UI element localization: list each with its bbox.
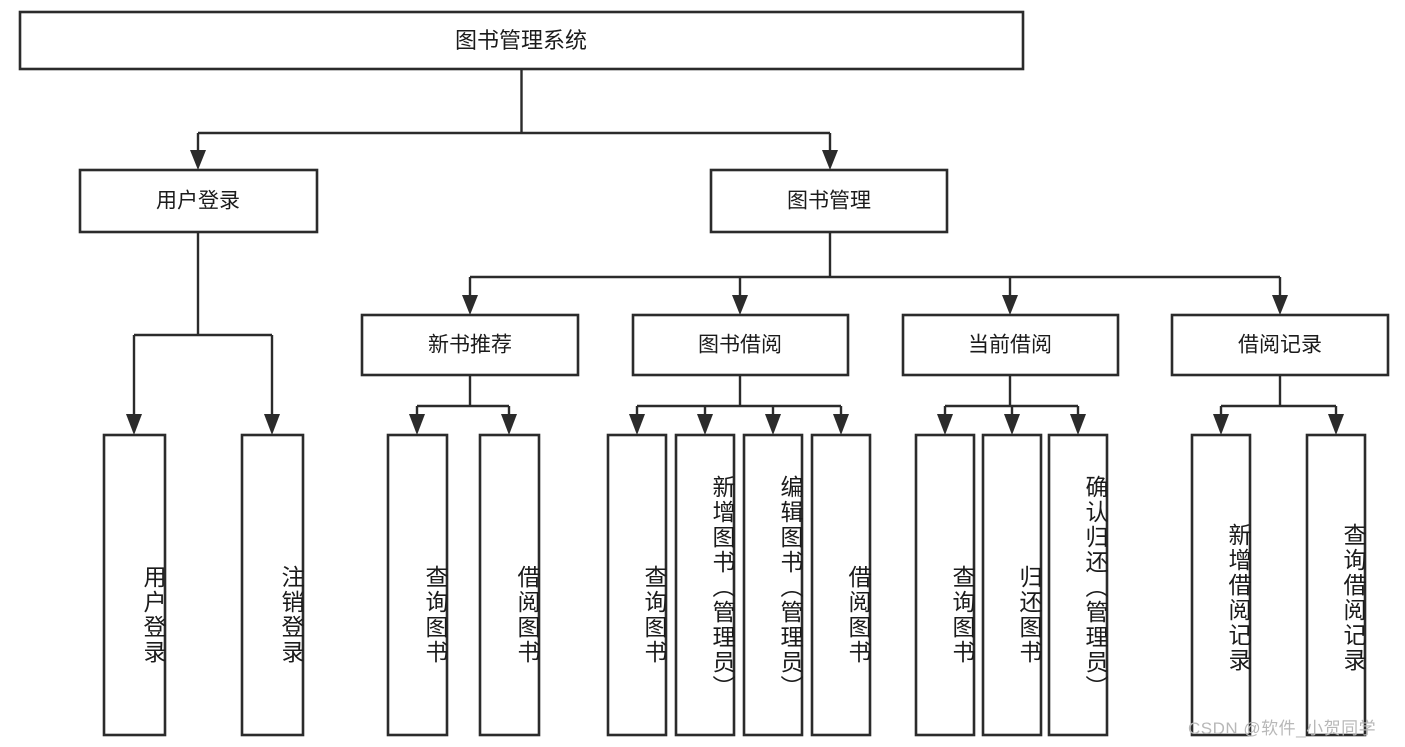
node-label-book-management: 图书管理 bbox=[787, 190, 871, 213]
arrow-head-icon bbox=[765, 414, 781, 435]
leaf-box-logout-login[interactable] bbox=[240, 433, 305, 737]
arrow-head-icon bbox=[1272, 295, 1288, 315]
node-box-current-borrow[interactable] bbox=[901, 313, 1120, 377]
arrow-head-icon bbox=[1004, 414, 1020, 435]
arrow-head-icon bbox=[1002, 295, 1018, 315]
node-new-book-recommend[interactable]: 新书推荐 bbox=[360, 313, 580, 377]
node-box-new-book-recommend[interactable] bbox=[360, 313, 580, 377]
node-box-root[interactable] bbox=[18, 10, 1025, 71]
leaf-box-query-book-borrow[interactable] bbox=[606, 433, 668, 737]
leaf-box-query-borrow-record[interactable] bbox=[1305, 433, 1367, 737]
connector-currentborrow-to-leaves bbox=[937, 375, 1086, 435]
leaf-box-borrow-book-new[interactable] bbox=[478, 433, 541, 737]
node-label-borrow-record: 借阅记录 bbox=[1238, 334, 1322, 357]
node-label-book-borrow: 图书借阅 bbox=[698, 334, 782, 357]
arrow-head-icon bbox=[937, 414, 953, 435]
watermark: CSDN @软件_小贺同学 bbox=[1188, 719, 1377, 738]
node-box-user-login[interactable] bbox=[78, 168, 319, 234]
arrow-head-icon bbox=[409, 414, 425, 435]
node-box-book-borrow[interactable] bbox=[631, 313, 850, 377]
arrow-head-icon bbox=[629, 414, 645, 435]
leaf-box-query-book-new[interactable] bbox=[386, 433, 449, 737]
connector-userlogin-to-leaves bbox=[126, 232, 280, 435]
node-box-borrow-record[interactable] bbox=[1170, 313, 1390, 377]
connector-newbook-to-leaves bbox=[409, 375, 517, 435]
arrow-head-icon bbox=[1070, 414, 1086, 435]
leaf-box-user-login[interactable] bbox=[102, 433, 167, 737]
arrow-head-icon bbox=[264, 414, 280, 435]
arrow-head-icon bbox=[1213, 414, 1229, 435]
connector-root-to-level2 bbox=[190, 69, 838, 170]
node-book-borrow[interactable]: 图书借阅 bbox=[631, 313, 850, 377]
node-current-borrow[interactable]: 当前借阅 bbox=[901, 313, 1120, 377]
arrow-head-icon bbox=[501, 414, 517, 435]
connector-bookmgmt-to-level3 bbox=[462, 232, 1288, 315]
node-book-management[interactable]: 图书管理 bbox=[709, 168, 949, 234]
node-box-book-management[interactable] bbox=[709, 168, 949, 234]
node-user-login[interactable]: 用户登录 bbox=[78, 168, 319, 234]
connector-borrowrecord-to-leaves bbox=[1213, 375, 1344, 435]
arrow-head-icon bbox=[833, 414, 849, 435]
node-label-root: 图书管理系统 bbox=[455, 28, 587, 53]
node-root[interactable]: 图书管理系统 bbox=[18, 10, 1025, 71]
arrow-head-icon bbox=[190, 150, 206, 170]
connector-bookborrow-to-leaves bbox=[629, 375, 849, 435]
node-label-new-book-recommend: 新书推荐 bbox=[428, 334, 512, 357]
arrow-head-icon bbox=[1328, 414, 1344, 435]
node-label-current-borrow: 当前借阅 bbox=[968, 334, 1052, 357]
arrow-head-icon bbox=[462, 295, 478, 315]
arrow-head-icon bbox=[732, 295, 748, 315]
arrow-head-icon bbox=[697, 414, 713, 435]
leaf-box-borrow-book[interactable] bbox=[810, 433, 872, 737]
arrow-head-icon bbox=[126, 414, 142, 435]
leaf-box-add-borrow-record[interactable] bbox=[1190, 433, 1252, 737]
leaf-box-return-book[interactable] bbox=[981, 433, 1043, 737]
leaf-box-query-book-current[interactable] bbox=[914, 433, 976, 737]
leaf-box-edit-book-admin[interactable] bbox=[742, 433, 804, 737]
leaf-boxes bbox=[102, 433, 1367, 737]
node-label-user-login: 用户登录 bbox=[156, 190, 240, 213]
leaf-box-add-book-admin[interactable] bbox=[674, 433, 736, 737]
leaf-box-confirm-return-admin[interactable] bbox=[1047, 433, 1109, 737]
arrow-head-icon bbox=[822, 150, 838, 170]
node-borrow-record[interactable]: 借阅记录 bbox=[1170, 313, 1390, 377]
